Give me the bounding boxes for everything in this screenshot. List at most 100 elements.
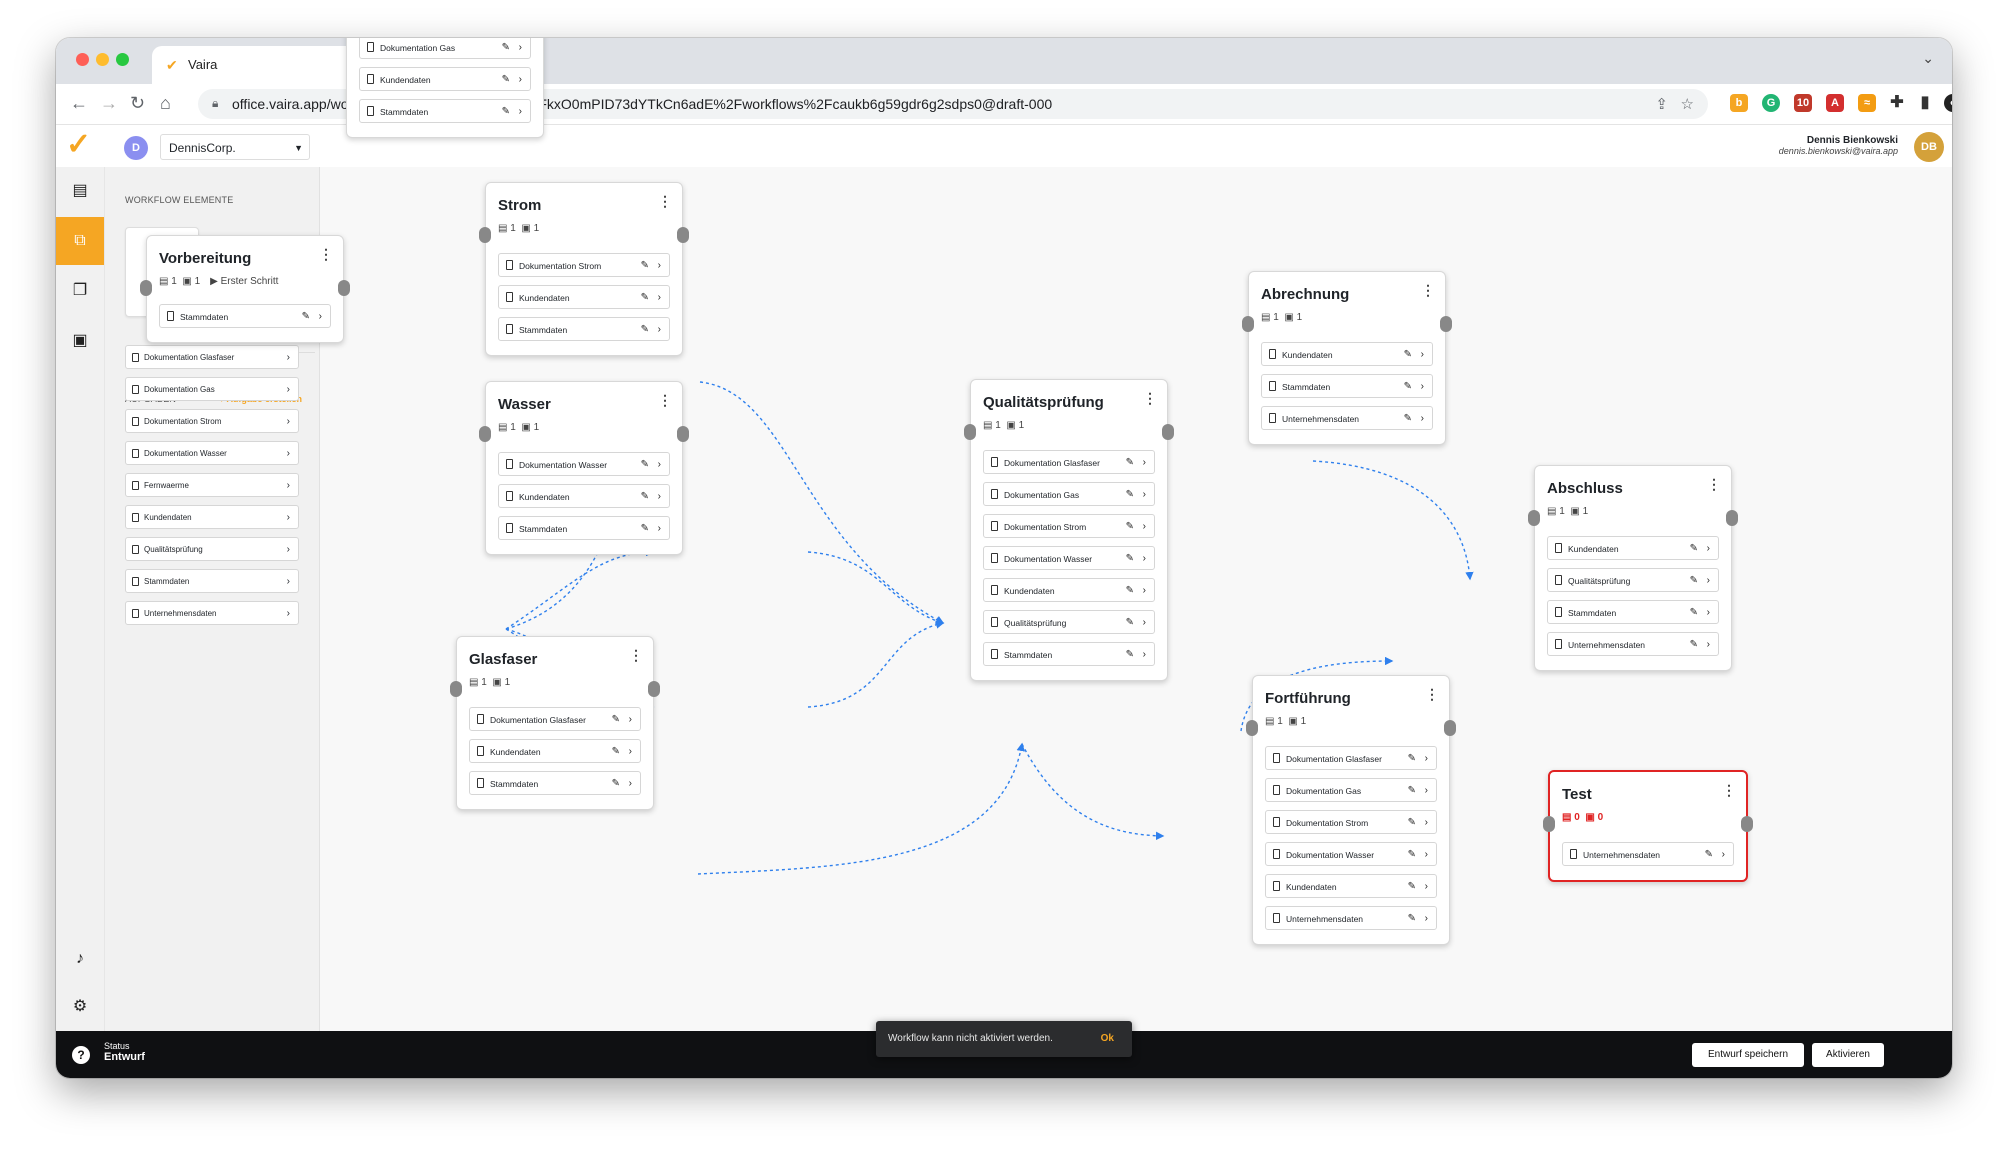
step-menu-icon[interactable]: ⋮	[1707, 476, 1721, 492]
close-window-button[interactable]	[76, 53, 89, 66]
chevron-right-icon[interactable]: ›	[1142, 521, 1146, 532]
chevron-right-icon[interactable]: ›	[1142, 617, 1146, 628]
edit-pencil-icon[interactable]: ✎	[1125, 617, 1134, 628]
step-task-row[interactable]: Kundendaten✎›	[1265, 874, 1437, 898]
output-handle[interactable]	[648, 681, 660, 697]
edit-pencil-icon[interactable]: ✎	[611, 714, 620, 725]
edit-pencil-icon[interactable]: ✎	[1689, 607, 1698, 618]
step-menu-icon[interactable]: ⋮	[629, 647, 643, 663]
rss-icon[interactable]: ≈	[1858, 94, 1876, 112]
output-handle[interactable]	[1440, 316, 1452, 332]
back-icon[interactable]: ←	[70, 93, 88, 113]
chevron-right-icon[interactable]: ›	[1424, 849, 1428, 860]
chevron-right-icon[interactable]: ›	[657, 459, 661, 470]
vaira-logo-icon[interactable]: ✓	[66, 128, 92, 161]
bell-icon[interactable]: ♪	[76, 950, 84, 967]
step-menu-icon[interactable]: ⋮	[319, 246, 333, 262]
puzzle-icon[interactable]: ✚	[1890, 94, 1904, 111]
edit-pencil-icon[interactable]: ✎	[640, 491, 649, 502]
documents-icon[interactable]: ▤	[72, 182, 88, 199]
input-handle[interactable]	[1543, 816, 1555, 832]
activate-button[interactable]: Aktivieren	[1812, 1043, 1884, 1067]
step-menu-icon[interactable]: ⋮	[1425, 686, 1439, 702]
input-handle[interactable]	[964, 424, 976, 440]
output-handle[interactable]	[1741, 816, 1753, 832]
edit-pencil-icon[interactable]: ✎	[1403, 349, 1412, 360]
sidebar-task-item[interactable]: Dokumentation Gas›	[125, 377, 299, 401]
step-task-row[interactable]: Stammdaten✎›	[159, 304, 331, 328]
step-task-row[interactable]: Kundendaten✎›	[1261, 342, 1433, 366]
step-task-row[interactable]: Unternehmensdaten✎›	[1261, 406, 1433, 430]
chevron-right-icon[interactable]: ›	[657, 324, 661, 335]
sidebar-task-item[interactable]: Fernwaerme›	[125, 473, 299, 497]
sidebar-task-item[interactable]: Stammdaten›	[125, 569, 299, 593]
input-handle[interactable]	[479, 227, 491, 243]
edit-pencil-icon[interactable]: ✎	[1125, 521, 1134, 532]
organization-select[interactable]: DennisCorp. ▼	[160, 134, 310, 160]
chevron-right-icon[interactable]: ›	[518, 42, 522, 53]
step-task-row[interactable]: Dokumentation Wasser✎›	[498, 452, 670, 476]
step-task-row[interactable]: Stammdaten✎›	[983, 642, 1155, 666]
edit-pencil-icon[interactable]: ✎	[640, 459, 649, 470]
step-task-row[interactable]: Dokumentation Glasfaser✎›	[1265, 746, 1437, 770]
chevron-down-icon[interactable]: ⌄	[1922, 50, 1934, 66]
chevron-right-icon[interactable]: ›	[1142, 457, 1146, 468]
chevron-right-icon[interactable]: ›	[1424, 817, 1428, 828]
sidebar-task-item[interactable]: Kundendaten›	[125, 505, 299, 529]
home-icon[interactable]: ⌂	[160, 93, 171, 113]
step-task-row[interactable]: Unternehmensdaten✎›	[1265, 906, 1437, 930]
calendar-extension-icon[interactable]: 10	[1794, 94, 1812, 112]
step-menu-icon[interactable]: ⋮	[1722, 782, 1736, 798]
chevron-right-icon[interactable]: ›	[1424, 785, 1428, 796]
chevron-right-icon[interactable]: ›	[657, 260, 661, 271]
step-task-row[interactable]: Stammdaten✎›	[359, 99, 531, 123]
sidebar-task-item[interactable]: Unternehmensdaten›	[125, 601, 299, 625]
input-handle[interactable]	[140, 280, 152, 296]
chevron-right-icon[interactable]: ›	[1706, 543, 1710, 554]
pdf-icon[interactable]: A	[1826, 94, 1844, 112]
chevron-right-icon[interactable]: ›	[1706, 575, 1710, 586]
step-task-row[interactable]: Kundendaten✎›	[498, 285, 670, 309]
edit-pencil-icon[interactable]: ✎	[611, 746, 620, 757]
input-handle[interactable]	[1528, 510, 1540, 526]
output-handle[interactable]	[1162, 424, 1174, 440]
sidebar-task-item[interactable]: Dokumentation Glasfaser›	[125, 345, 299, 369]
grammarly-icon[interactable]: G	[1762, 94, 1780, 112]
contacts-icon[interactable]: ▣	[72, 332, 88, 349]
edit-pencil-icon[interactable]: ✎	[611, 778, 620, 789]
step-task-row[interactable]: Stammdaten✎›	[498, 317, 670, 341]
step-menu-icon[interactable]: ⋮	[658, 193, 672, 209]
gear-icon[interactable]: ⚙	[72, 998, 88, 1015]
chevron-right-icon[interactable]: ›	[318, 311, 322, 322]
sidebar-task-item[interactable]: Dokumentation Wasser›	[125, 441, 299, 465]
step-menu-icon[interactable]: ⋮	[658, 392, 672, 408]
help-icon[interactable]: ?	[72, 1046, 90, 1064]
profile-icon[interactable]: ●	[1944, 94, 1952, 112]
step-task-row[interactable]: Dokumentation Gas✎›	[983, 482, 1155, 506]
step-menu-icon[interactable]: ⋮	[1143, 390, 1157, 406]
step-task-row[interactable]: Dokumentation Glasfaser✎›	[469, 707, 641, 731]
chevron-right-icon[interactable]: ›	[1424, 913, 1428, 924]
edit-pencil-icon[interactable]: ✎	[1704, 849, 1713, 860]
edit-pencil-icon[interactable]: ✎	[1403, 413, 1412, 424]
edit-pencil-icon[interactable]: ✎	[640, 523, 649, 534]
edit-pencil-icon[interactable]: ✎	[1407, 753, 1416, 764]
output-handle[interactable]	[677, 426, 689, 442]
chevron-right-icon[interactable]: ›	[518, 106, 522, 117]
edit-pencil-icon[interactable]: ✎	[501, 106, 510, 117]
edit-pencil-icon[interactable]: ✎	[501, 42, 510, 53]
step-task-row[interactable]: Dokumentation Wasser✎›	[1265, 842, 1437, 866]
edit-pencil-icon[interactable]: ✎	[1407, 849, 1416, 860]
step-task-row[interactable]: Kundendaten✎›	[1547, 536, 1719, 560]
tasks-icon[interactable]: ❐	[72, 282, 88, 299]
chevron-right-icon[interactable]: ›	[1706, 639, 1710, 650]
sidebar-task-item[interactable]: Dokumentation Strom›	[125, 409, 299, 433]
chevron-right-icon[interactable]: ›	[1706, 607, 1710, 618]
step-task-row[interactable]: Stammdaten✎›	[1261, 374, 1433, 398]
user-avatar[interactable]: DB	[1914, 132, 1944, 162]
